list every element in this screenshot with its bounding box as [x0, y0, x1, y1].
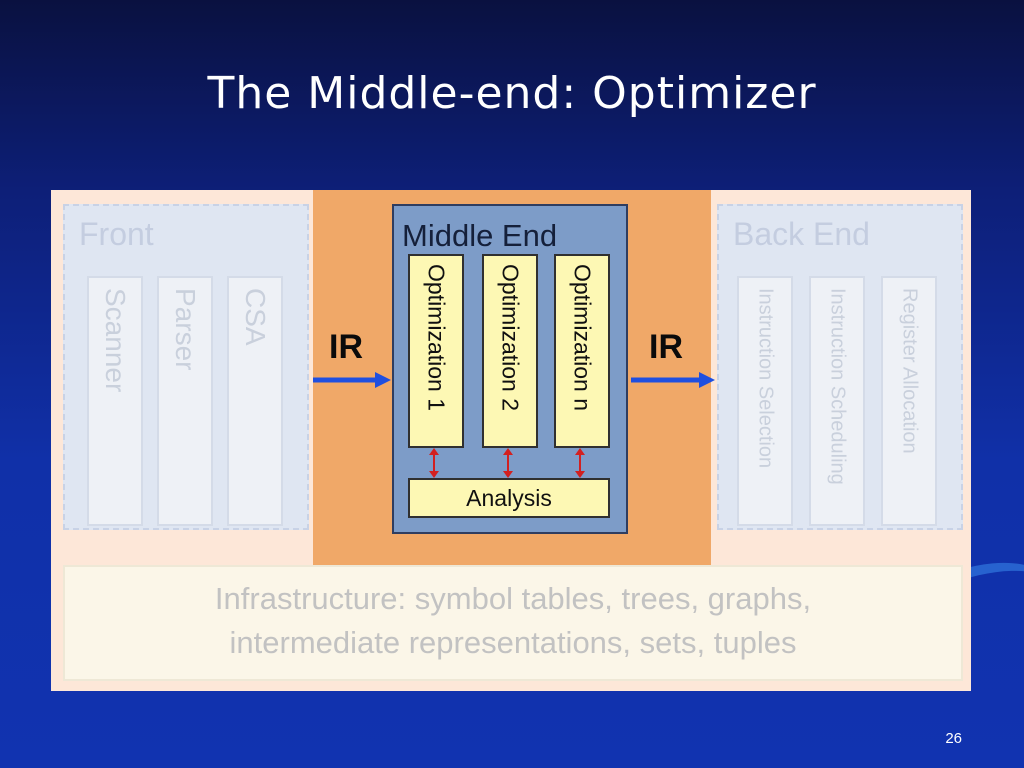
optimization-n-label: Optimization n — [569, 264, 596, 412]
register-allocation-stage: Register Allocation — [881, 276, 937, 526]
optimization-2-label: Optimization 2 — [497, 264, 524, 412]
optimization-n-box: Optimization n — [554, 254, 610, 448]
back-end-title: Back End — [733, 216, 870, 252]
opt2-analysis-connector — [503, 448, 513, 478]
optimization-2-box: Optimization 2 — [482, 254, 538, 448]
infrastructure-line-2: intermediate representations, sets, tupl… — [229, 625, 797, 660]
compiler-diagram: Front Scanner Parser CSA Back End Instru… — [51, 190, 971, 691]
ir-input-arrow — [313, 372, 391, 388]
infrastructure-line-1: Infrastructure: symbol tables, trees, gr… — [214, 581, 812, 616]
middle-end-box: Middle End Optimization 1 Optimization 2… — [392, 204, 628, 534]
csa-stage: CSA — [227, 276, 283, 526]
middle-end-title: Middle End — [402, 218, 558, 253]
back-end-panel: Back End Instruction Selection Instructi… — [717, 204, 963, 530]
instruction-scheduling-stage: Instruction Scheduling — [809, 276, 865, 526]
front-end-panel: Front Scanner Parser CSA — [63, 204, 309, 530]
instruction-selection-stage: Instruction Selection — [737, 276, 793, 526]
parser-stage: Parser — [157, 276, 213, 526]
infrastructure-panel: Infrastructure: symbol tables, trees, gr… — [63, 565, 963, 681]
optimization-1-label: Optimization 1 — [423, 264, 450, 412]
opt1-analysis-connector — [429, 448, 439, 478]
optimization-1-box: Optimization 1 — [408, 254, 464, 448]
csa-label: CSA — [240, 288, 271, 346]
page-number: 26 — [945, 730, 962, 747]
instruction-selection-label: Instruction Selection — [754, 288, 777, 469]
instruction-scheduling-label: Instruction Scheduling — [826, 288, 849, 485]
slide-title: The Middle-end: Optimizer — [207, 68, 817, 119]
analysis-box: Analysis — [408, 478, 610, 518]
optn-analysis-connector — [575, 448, 585, 478]
scanner-label: Scanner — [100, 288, 131, 393]
register-allocation-label: Register Allocation — [898, 288, 921, 454]
front-end-title: Front — [79, 216, 154, 252]
ir-output-arrow — [631, 372, 715, 388]
ir-input-label: IR — [329, 328, 363, 366]
ir-output-label: IR — [649, 328, 683, 366]
parser-label: Parser — [170, 288, 201, 371]
scanner-stage: Scanner — [87, 276, 143, 526]
